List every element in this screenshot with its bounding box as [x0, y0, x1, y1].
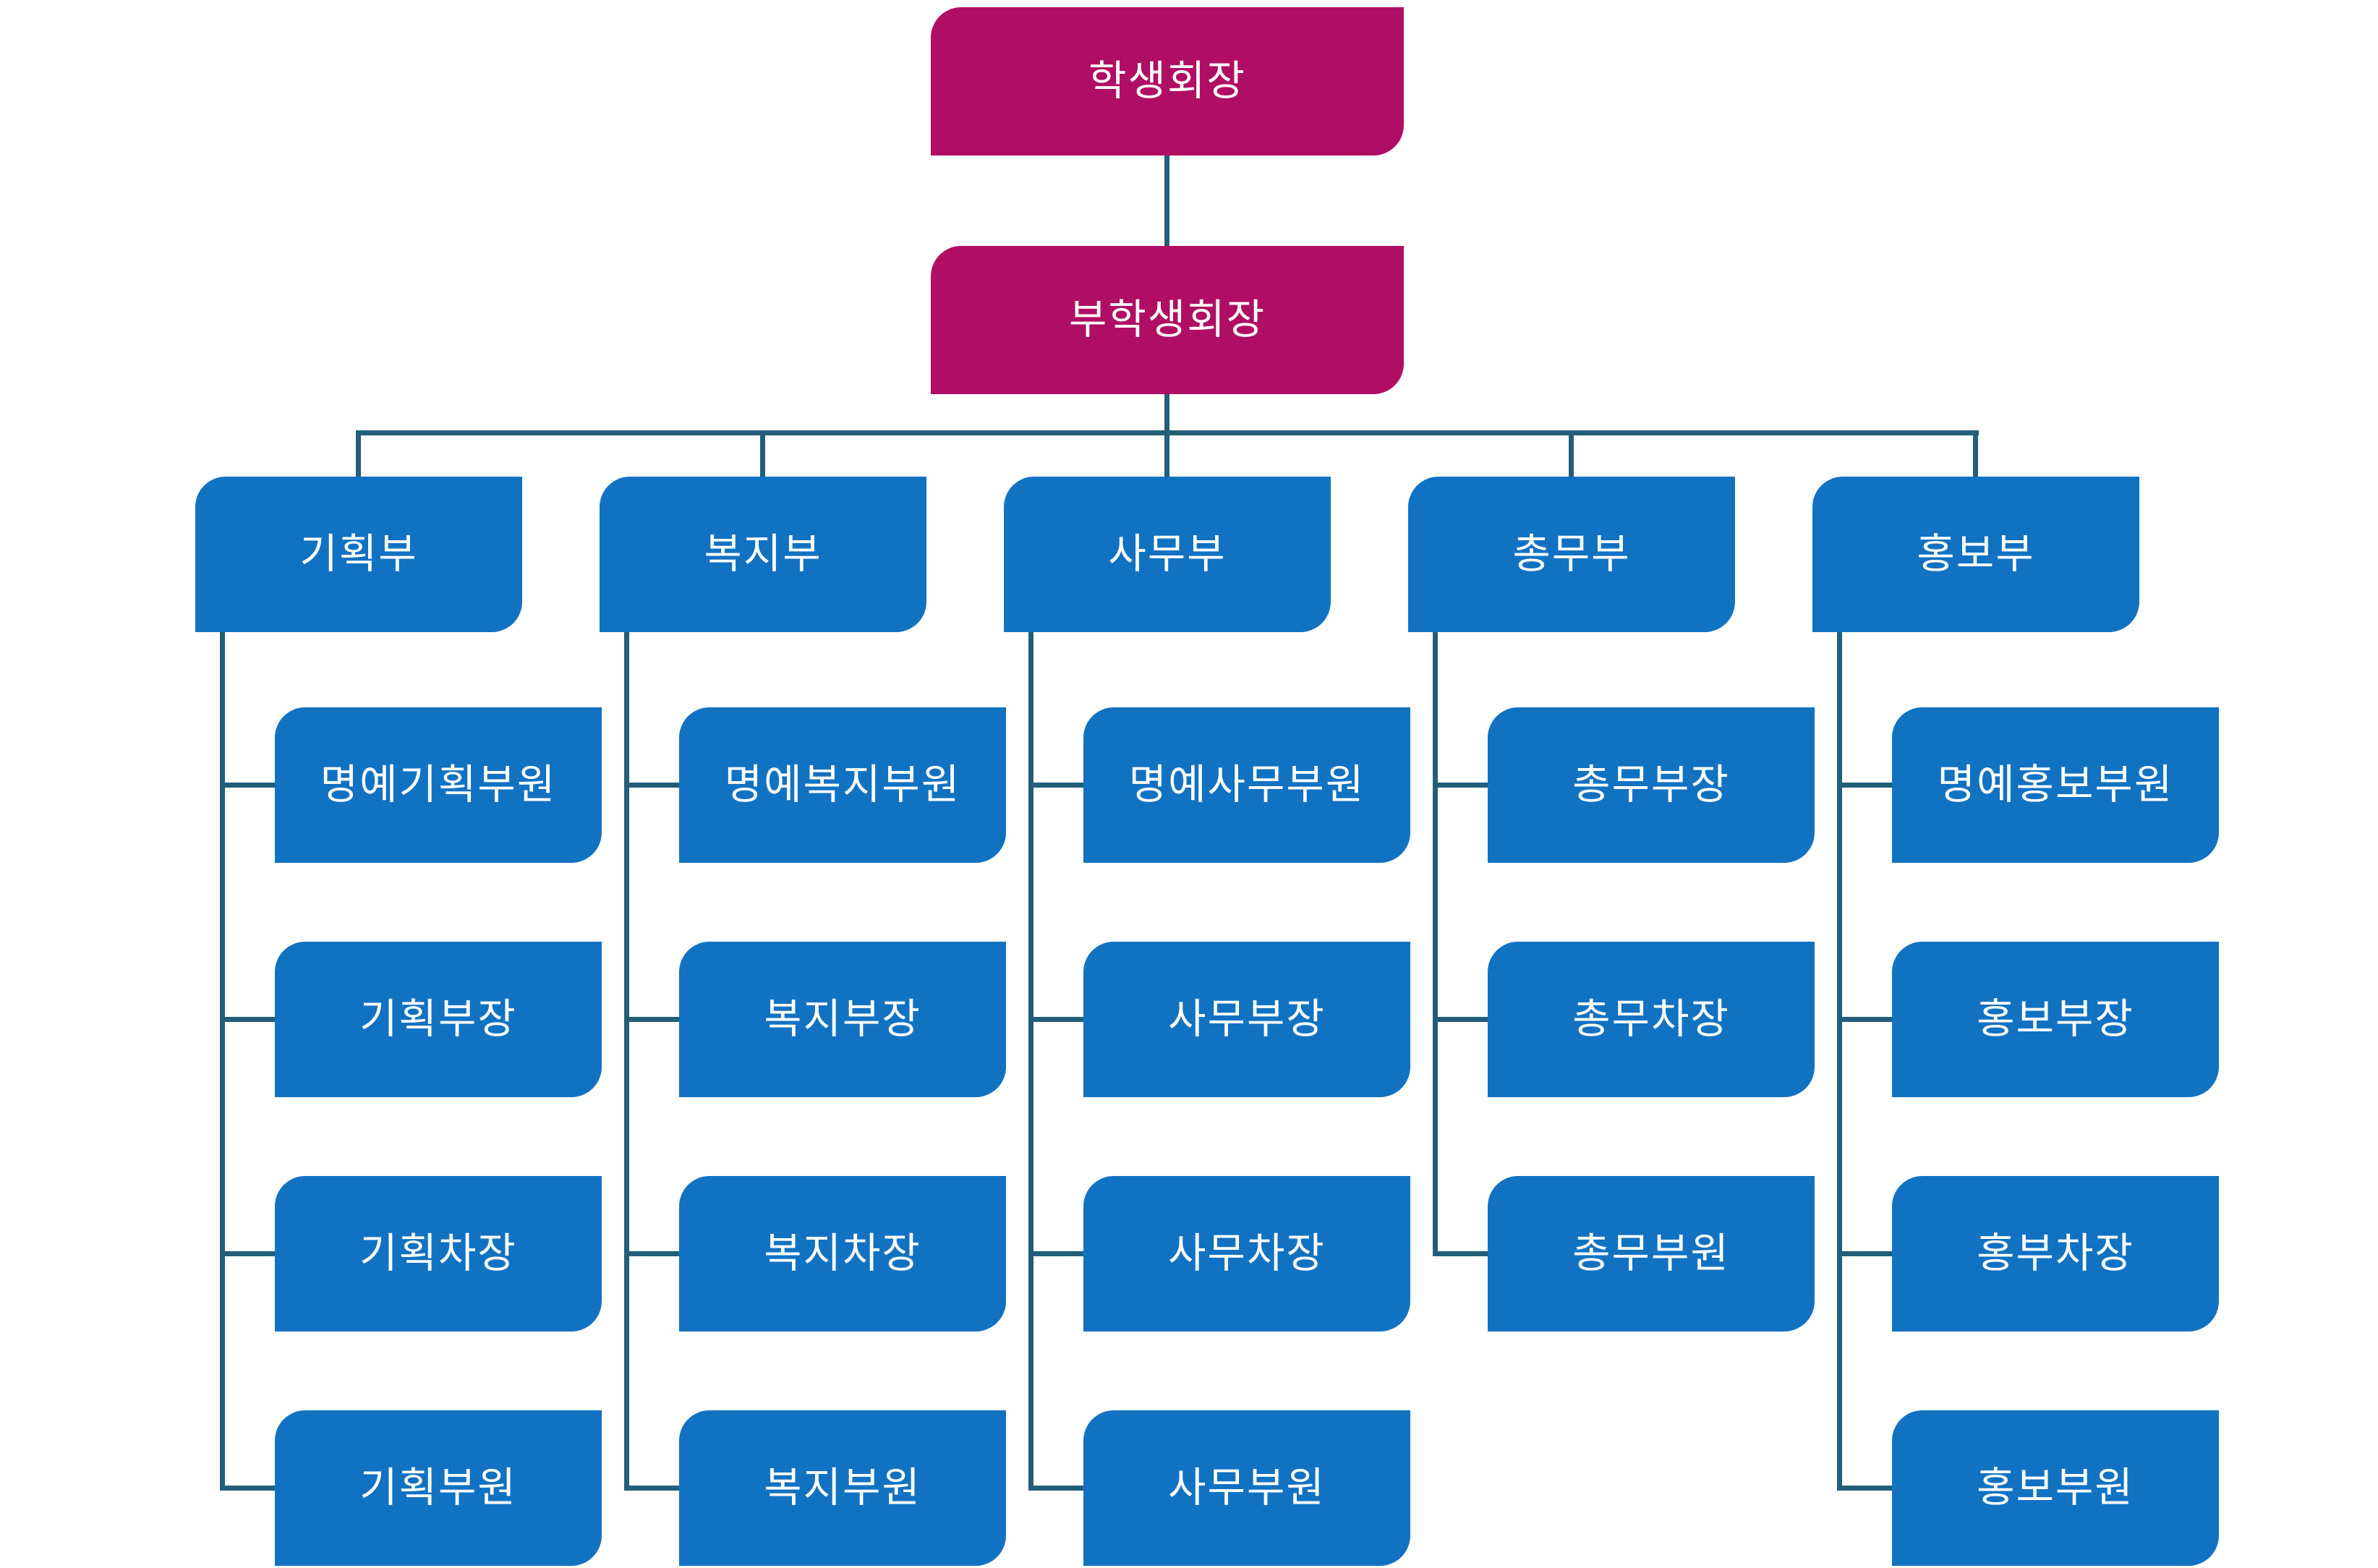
stub-pr-2 — [1837, 1251, 1892, 1256]
connector-rail-dept-welfare — [760, 430, 765, 477]
org-node: 기획차장 — [275, 1176, 602, 1331]
stub-general-0 — [1433, 783, 1488, 788]
stub-office-3 — [1028, 1486, 1083, 1491]
stub-general-1 — [1433, 1017, 1488, 1022]
connector-president-vice — [1164, 155, 1169, 246]
connector-vice-rail — [1164, 394, 1169, 433]
stub-office-1 — [1028, 1017, 1083, 1022]
stub-pr-3 — [1837, 1486, 1892, 1491]
stub-planning-0 — [220, 783, 275, 788]
stub-pr-1 — [1837, 1017, 1892, 1022]
connector-rail-dept-planning — [356, 430, 361, 477]
stub-welfare-2 — [624, 1251, 679, 1256]
stub-welfare-1 — [624, 1017, 679, 1022]
column-line-office — [1028, 632, 1034, 1491]
org-node: 홍보부장 — [1892, 942, 2219, 1097]
org-node: 총무부장 — [1488, 707, 1815, 863]
node-vice-president: 부학생회장 — [931, 246, 1404, 394]
stub-pr-0 — [1837, 783, 1892, 788]
org-node: 명예사무부원 — [1083, 707, 1410, 863]
stub-office-0 — [1028, 783, 1083, 788]
dept-box-welfare: 복지부 — [600, 477, 926, 632]
stub-general-2 — [1433, 1251, 1488, 1256]
org-node: 총무부원 — [1488, 1176, 1815, 1331]
org-node: 홍부차장 — [1892, 1176, 2219, 1331]
org-node: 홍보부원 — [1892, 1410, 2219, 1566]
column-line-welfare — [624, 632, 629, 1491]
stub-planning-3 — [220, 1486, 275, 1491]
org-node: 사무차장 — [1083, 1176, 1410, 1331]
stub-planning-1 — [220, 1017, 275, 1022]
org-node: 복지부원 — [679, 1410, 1006, 1566]
org-node: 복지차장 — [679, 1176, 1006, 1331]
org-node: 기획부원 — [275, 1410, 602, 1566]
dept-box-planning: 기획부 — [195, 477, 522, 632]
stub-office-2 — [1028, 1251, 1083, 1256]
dept-box-pr: 홍보부 — [1812, 477, 2139, 632]
org-node: 기획부장 — [275, 942, 602, 1097]
column-line-planning — [220, 632, 225, 1491]
connector-rail-dept-general — [1569, 430, 1574, 477]
column-line-general — [1433, 632, 1438, 1256]
connector-rail-dept-pr — [1973, 430, 1978, 477]
stub-planning-2 — [220, 1251, 275, 1256]
node-student-president: 학생회장 — [931, 7, 1404, 155]
org-node: 명예홍보부원 — [1892, 707, 2219, 863]
org-node: 사무부원 — [1083, 1410, 1410, 1566]
org-node: 명예복지부원 — [679, 707, 1006, 863]
org-node: 총무차장 — [1488, 942, 1815, 1097]
org-node: 복지부장 — [679, 942, 1006, 1097]
dept-box-office: 사무부 — [1004, 477, 1331, 632]
dept-box-general: 총무부 — [1408, 477, 1735, 632]
org-node: 사무부장 — [1083, 942, 1410, 1097]
org-node: 명예기획부원 — [275, 707, 602, 863]
column-line-pr — [1837, 632, 1842, 1491]
stub-welfare-0 — [624, 783, 679, 788]
connector-rail-dept-office — [1164, 430, 1169, 477]
stub-welfare-3 — [624, 1486, 679, 1491]
